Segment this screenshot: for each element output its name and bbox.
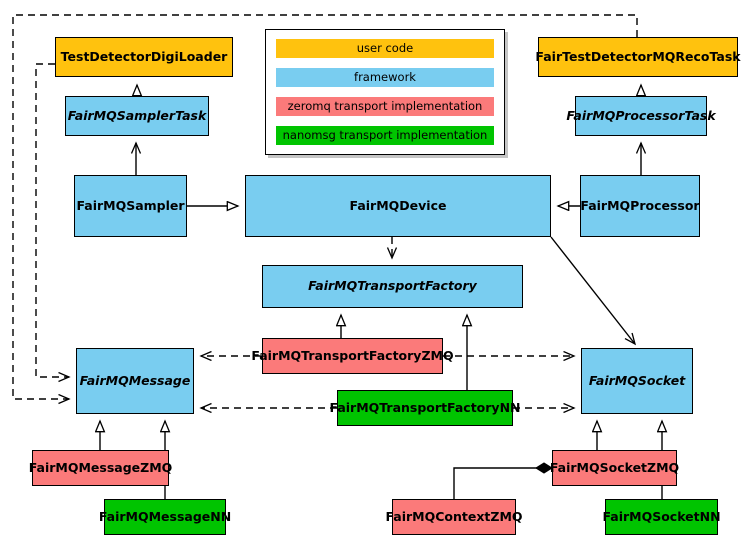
class-box-fairmqmessagenn[interactable]: FairMQMessageNN: [99, 499, 231, 535]
legend-item-nanomsg: nanomsg transport implementation: [276, 126, 494, 145]
class-box-fairmqsamplertask[interactable]: FairMQSamplerTask: [65, 96, 209, 136]
legend-panel: user code framework zeromq transport imp…: [265, 29, 505, 155]
class-box-fairmqsocketzmq[interactable]: FairMQSocketZMQ: [550, 450, 679, 486]
class-box-fairmqdevice[interactable]: FairMQDevice: [245, 175, 551, 237]
class-box-fairmqtransportfactoryzmq[interactable]: FairMQTransportFactoryZMQ: [251, 338, 454, 374]
class-box-fairmqmessagezmq[interactable]: FairMQMessageZMQ: [29, 450, 172, 486]
edge-device-to-socket: [550, 236, 635, 344]
class-box-fairmqsampler[interactable]: FairMQSampler: [74, 175, 187, 237]
class-box-fairmqcontextzmq[interactable]: FairMQContextZMQ: [385, 499, 523, 535]
class-box-testdetectordigiloader[interactable]: TestDetectorDigiLoader: [55, 37, 233, 77]
class-box-fairmqtransportfactory[interactable]: FairMQTransportFactory: [262, 265, 523, 308]
edge-contextzmq-to-socketzmq: [453, 468, 552, 499]
class-box-fairmqmessage[interactable]: FairMQMessage: [76, 348, 194, 414]
class-box-fairmqsocketnn[interactable]: FairMQSocketNN: [602, 499, 721, 535]
legend-item-zeromq: zeromq transport implementation: [276, 97, 494, 116]
class-box-fairmqtransportfactorynn[interactable]: FairMQTransportFactoryNN: [330, 390, 521, 426]
legend-item-user-code: user code: [276, 39, 494, 58]
class-box-fairmqsocket[interactable]: FairMQSocket: [581, 348, 693, 414]
class-box-fairmqprocessortask[interactable]: FairMQProcessorTask: [566, 96, 716, 136]
legend-item-framework: framework: [276, 68, 494, 87]
class-box-fairtestdetectormqrecotask[interactable]: FairTestDetectorMQRecoTask: [535, 37, 741, 77]
class-box-fairmqprocessor[interactable]: FairMQProcessor: [580, 175, 700, 237]
